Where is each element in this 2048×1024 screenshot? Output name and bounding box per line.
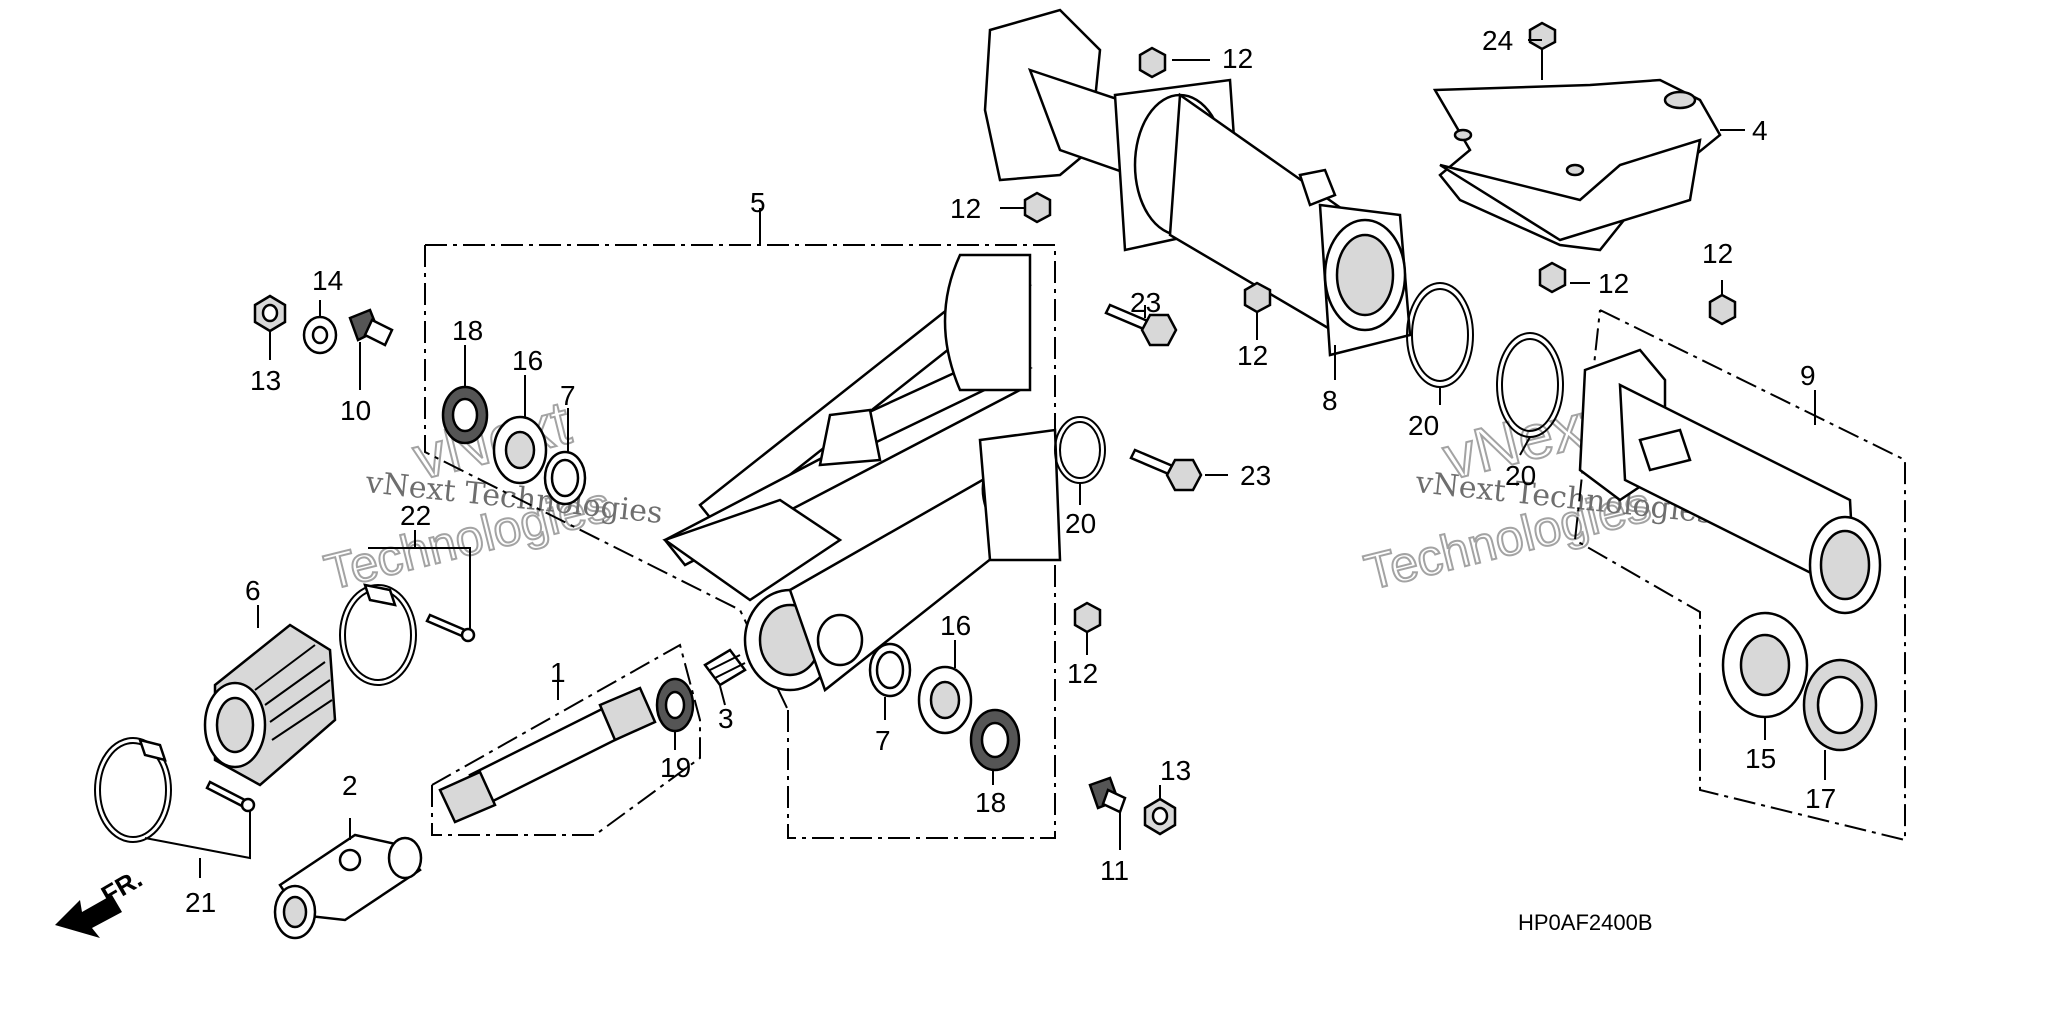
- callout-1: 1: [550, 657, 566, 688]
- callout-8: 8: [1322, 385, 1338, 416]
- clamp-21[interactable]: [94, 737, 172, 843]
- callout-16-a: 16: [512, 345, 543, 376]
- nut-13-b[interactable]: [1143, 797, 1177, 836]
- callout-18-b: 18: [975, 787, 1006, 818]
- callout-24: 24: [1482, 25, 1513, 56]
- diagram-code: HP0AF2400B: [1518, 910, 1653, 935]
- callout-12-e: 12: [1702, 238, 1733, 269]
- screw-21[interactable]: [205, 780, 256, 813]
- nut-12-e[interactable]: [1708, 293, 1737, 326]
- oil-seal-18-a[interactable]: [441, 385, 489, 445]
- bearing-15[interactable]: [1721, 611, 1809, 719]
- drive-shaft-1[interactable]: [438, 686, 657, 824]
- ring-7-b[interactable]: [868, 642, 912, 698]
- callout-12-c: 12: [1237, 340, 1268, 371]
- callout-18-a: 18: [452, 315, 483, 346]
- callout-17: 17: [1805, 783, 1836, 814]
- group-21-bracket: [144, 805, 251, 860]
- callout-14: 14: [312, 265, 343, 296]
- washer-14[interactable]: [302, 315, 338, 355]
- swing-arm-5[interactable]: [662, 253, 1062, 693]
- o-ring-20-b[interactable]: [1406, 282, 1474, 388]
- o-ring-20-a[interactable]: [1054, 416, 1106, 484]
- spring-3[interactable]: [703, 648, 747, 687]
- nut-12-c[interactable]: [1243, 281, 1272, 314]
- callout-19: 19: [660, 752, 691, 783]
- callout-7-a: 7: [560, 380, 576, 411]
- group-9-bracket: [1573, 309, 1906, 842]
- bolt-23-b[interactable]: [1129, 448, 1203, 492]
- bolt-24[interactable]: [1528, 21, 1557, 80]
- bearing-19[interactable]: [655, 677, 695, 733]
- callout-20-c: 20: [1505, 460, 1536, 491]
- nut-12-f[interactable]: [1073, 601, 1102, 634]
- callout-5: 5: [750, 187, 766, 218]
- nut-12-a[interactable]: [1138, 46, 1167, 79]
- callout-2: 2: [342, 770, 358, 801]
- bracket-4[interactable]: [1432, 78, 1722, 252]
- callout-13-a: 13: [250, 365, 281, 396]
- callout-12-f: 12: [1067, 658, 1098, 689]
- bolt-10[interactable]: [348, 308, 394, 347]
- bearing-16-a[interactable]: [492, 415, 548, 485]
- nut-12-b[interactable]: [1023, 191, 1052, 224]
- axle-housing-9[interactable]: [1578, 348, 1882, 615]
- leader-lines: [257, 39, 1826, 850]
- oil-seal-18-b[interactable]: [969, 708, 1021, 772]
- callout-20-a: 20: [1065, 508, 1096, 539]
- callout-7-b: 7: [875, 725, 891, 756]
- nut-13-a[interactable]: [253, 294, 287, 333]
- callout-21: 21: [185, 887, 216, 918]
- callout-22: 22: [400, 500, 431, 531]
- nut-12-d[interactable]: [1538, 261, 1567, 294]
- callout-23-b: 23: [1240, 460, 1271, 491]
- callout-13-b: 13: [1160, 755, 1191, 786]
- group-22-bracket: [368, 547, 471, 630]
- universal-joint-2[interactable]: [273, 833, 423, 940]
- callout-23-a: 23: [1130, 287, 1161, 318]
- axle-tube-8[interactable]: [983, 8, 1412, 357]
- callout-3: 3: [718, 703, 734, 734]
- callout-9: 9: [1800, 360, 1816, 391]
- oil-seal-17[interactable]: [1802, 658, 1878, 752]
- callout-12-b: 12: [950, 193, 981, 224]
- front-direction-indicator: FR.: [55, 863, 147, 938]
- callout-11: 11: [1100, 855, 1129, 886]
- callout-12-a: 12: [1222, 43, 1253, 74]
- callout-4: 4: [1752, 115, 1768, 146]
- group-1-bracket: [431, 643, 701, 836]
- clamp-22[interactable]: [339, 583, 417, 686]
- ring-7-a[interactable]: [543, 450, 587, 506]
- front-arrow-icon: [55, 895, 122, 938]
- group-5-bracket: [425, 244, 1056, 839]
- bolt-23-a[interactable]: [1104, 303, 1178, 347]
- callout-12-d: 12: [1598, 268, 1629, 299]
- boot-6[interactable]: [203, 623, 337, 787]
- bolt-11[interactable]: [1088, 776, 1127, 814]
- bearing-16-b[interactable]: [917, 665, 973, 735]
- callout-16-b: 16: [940, 610, 971, 641]
- callout-15: 15: [1745, 743, 1776, 774]
- callout-6: 6: [245, 575, 261, 606]
- callout-10: 10: [340, 395, 371, 426]
- callout-20-b: 20: [1408, 410, 1439, 441]
- screw-22[interactable]: [425, 613, 476, 643]
